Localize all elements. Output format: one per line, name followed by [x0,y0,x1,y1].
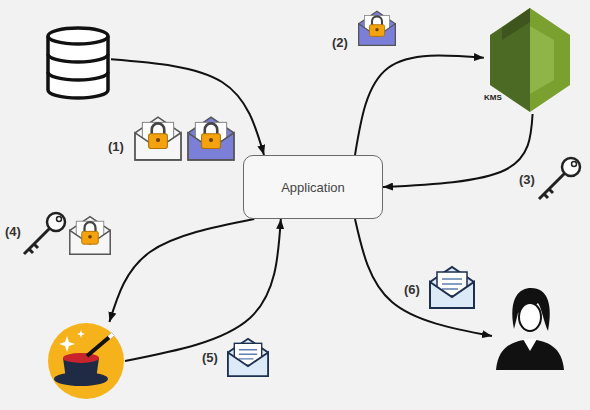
flow-arrow [111,59,264,155]
flow-arrow [109,219,254,322]
kms-stripe [502,8,530,40]
kms-icon: KMS [482,6,574,114]
user-body [496,339,564,370]
key-icon [24,213,65,254]
database-top [48,28,108,44]
user-hair [512,288,549,331]
user-collar [523,339,537,351]
database-bands [48,54,108,80]
encrypted-envelope [188,117,234,160]
key-symbol [24,213,65,254]
process-box: Application [243,155,383,219]
node-outline [492,285,568,370]
key-icon [539,158,580,199]
user-icon [492,285,568,370]
wand-tip [109,334,113,338]
key-symbol [539,158,580,199]
encrypted-envelope [70,217,110,255]
node-label: KMS [484,93,502,102]
encrypted-envelope [359,11,396,45]
hat-badge [48,323,124,399]
database-icon [45,26,111,100]
magic-hat-icon [47,322,125,400]
plain-envelope [430,267,474,308]
kms-inner-face [530,26,554,94]
sparkles [59,330,85,352]
flow-arrow [355,55,484,155]
hat-top [63,353,99,363]
encrypted-envelope [135,117,181,160]
flow-arrow [383,114,533,187]
node-outline [47,322,125,400]
magic-wand [87,334,113,356]
callout-number: (4) [5,224,21,239]
callout-number: (3) [519,172,535,187]
callout-number: (1) [108,139,124,154]
user-face [519,303,541,331]
node-label: Application [281,180,345,195]
flow-arrow [125,219,281,361]
node-outline [45,26,111,100]
plain-envelope [228,339,268,376]
kms-right-face [530,8,570,112]
flow-arrow [355,219,492,336]
callout-number: (2) [332,35,348,50]
callout-number: (6) [404,282,420,297]
callout-number: (5) [202,350,218,365]
